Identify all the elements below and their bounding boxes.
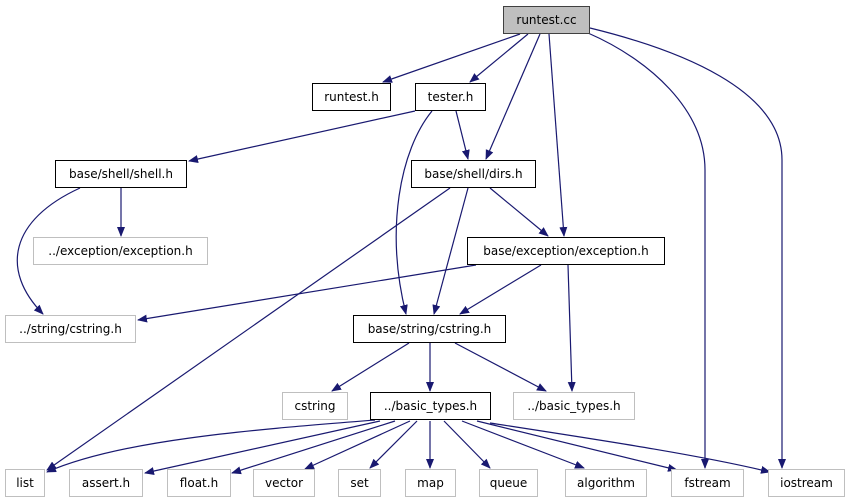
- node-label: cstring: [294, 399, 336, 413]
- edge-dirs-h-to-cstring-h: [432, 187, 469, 315]
- node-label: vector: [264, 476, 304, 490]
- edge-dirs-h-to-exception-h: [489, 187, 549, 237]
- node-tester-h[interactable]: tester.h: [415, 83, 486, 111]
- node-set: set: [338, 469, 381, 497]
- node-label: assert.h: [81, 476, 131, 490]
- node-queue: queue: [479, 469, 538, 497]
- edge-runtest-cc-to-tester-h: [469, 33, 529, 83]
- node-iostream: iostream: [768, 469, 845, 497]
- edge-dirs-h-to-list: [46, 187, 451, 471]
- node-rel-cstring-h: ../string/cstring.h: [5, 315, 136, 343]
- node-label: ../basic_types.h: [383, 399, 478, 413]
- edge-shell-h-to-rel-cstring-h: [16, 187, 81, 315]
- node-label: ../basic_types.h: [527, 399, 621, 413]
- edge-basic-types-h-to-list: [46, 419, 376, 473]
- node-label: set: [350, 476, 369, 490]
- edge-cstring-h-to-basic-types-h-ext: [454, 342, 547, 392]
- edge-basic-types-h-to-queue: [443, 420, 491, 469]
- edge-basic-types-h-to-float-h: [231, 420, 396, 475]
- edge-basic-types-h-to-vector: [304, 420, 411, 470]
- edge-runtest-cc-to-dirs-h: [485, 33, 541, 160]
- node-label: runtest.cc: [516, 13, 577, 27]
- edge-runtest-cc-to-iostream: [589, 27, 786, 469]
- edge-exception-h-to-rel-cstring-h: [137, 264, 477, 323]
- node-label: list: [16, 476, 34, 490]
- node-dirs-h[interactable]: base/shell/dirs.h: [411, 160, 536, 188]
- node-label: tester.h: [427, 90, 474, 104]
- edge-runtest-cc-to-exception-h: [548, 33, 568, 237]
- edge-runtest-cc-to-fstream: [587, 32, 709, 469]
- node-basic-types-h-ext: ../basic_types.h: [513, 392, 635, 420]
- node-vector: vector: [253, 469, 315, 497]
- edge-basic-types-h-to-iostream: [489, 422, 771, 474]
- node-exception-h[interactable]: base/exception/exception.h: [467, 237, 665, 265]
- edge-basic-types-h-to-set: [369, 420, 418, 469]
- node-label: base/string/cstring.h: [367, 322, 492, 336]
- node-label: ../string/cstring.h: [19, 322, 122, 336]
- edge-basic-types-h-to-assert-h: [144, 420, 381, 475]
- edge-tester-h-to-shell-h: [188, 110, 416, 163]
- node-cstring: cstring: [282, 392, 348, 420]
- node-label: ../exception/exception.h: [48, 244, 193, 258]
- node-cstring-h[interactable]: base/string/cstring.h: [353, 315, 506, 343]
- node-shell-h[interactable]: base/shell/shell.h: [55, 160, 187, 188]
- node-list: list: [5, 469, 45, 497]
- node-label: queue: [489, 476, 528, 490]
- edge-basic-types-h-to-fstream: [476, 420, 678, 472]
- node-label: iostream: [780, 476, 833, 490]
- node-runtest-h[interactable]: runtest.h: [312, 83, 391, 111]
- node-float-h: float.h: [167, 469, 231, 497]
- node-label: runtest.h: [324, 90, 379, 104]
- node-rel-exception-h: ../exception/exception.h: [33, 237, 208, 265]
- edge-exception-h-to-basic-types-h-ext: [567, 264, 576, 392]
- node-basic-types-h[interactable]: ../basic_types.h: [370, 392, 491, 420]
- node-algorithm: algorithm: [565, 469, 647, 497]
- node-label: map: [417, 476, 444, 490]
- edge-tester-h-to-cstring-h: [395, 110, 433, 315]
- edge-tester-h-to-dirs-h: [455, 110, 470, 160]
- edge-runtest-cc-to-runtest-h: [382, 33, 521, 83]
- node-label: base/shell/dirs.h: [424, 167, 523, 181]
- node-label: base/exception/exception.h: [483, 244, 649, 258]
- edge-basic-types-h-to-algorithm: [461, 420, 585, 469]
- node-assert-h: assert.h: [69, 469, 143, 497]
- node-label: float.h: [179, 476, 219, 490]
- node-label: base/shell/shell.h: [69, 167, 173, 181]
- node-label: fstream: [684, 476, 731, 490]
- node-label: algorithm: [577, 476, 635, 490]
- edge-exception-h-to-cstring-h: [459, 264, 542, 315]
- node-runtest-cc[interactable]: runtest.cc: [503, 6, 590, 34]
- node-fstream: fstream: [671, 469, 744, 497]
- node-map: map: [405, 469, 456, 497]
- edge-cstring-h-to-cstring: [331, 342, 410, 392]
